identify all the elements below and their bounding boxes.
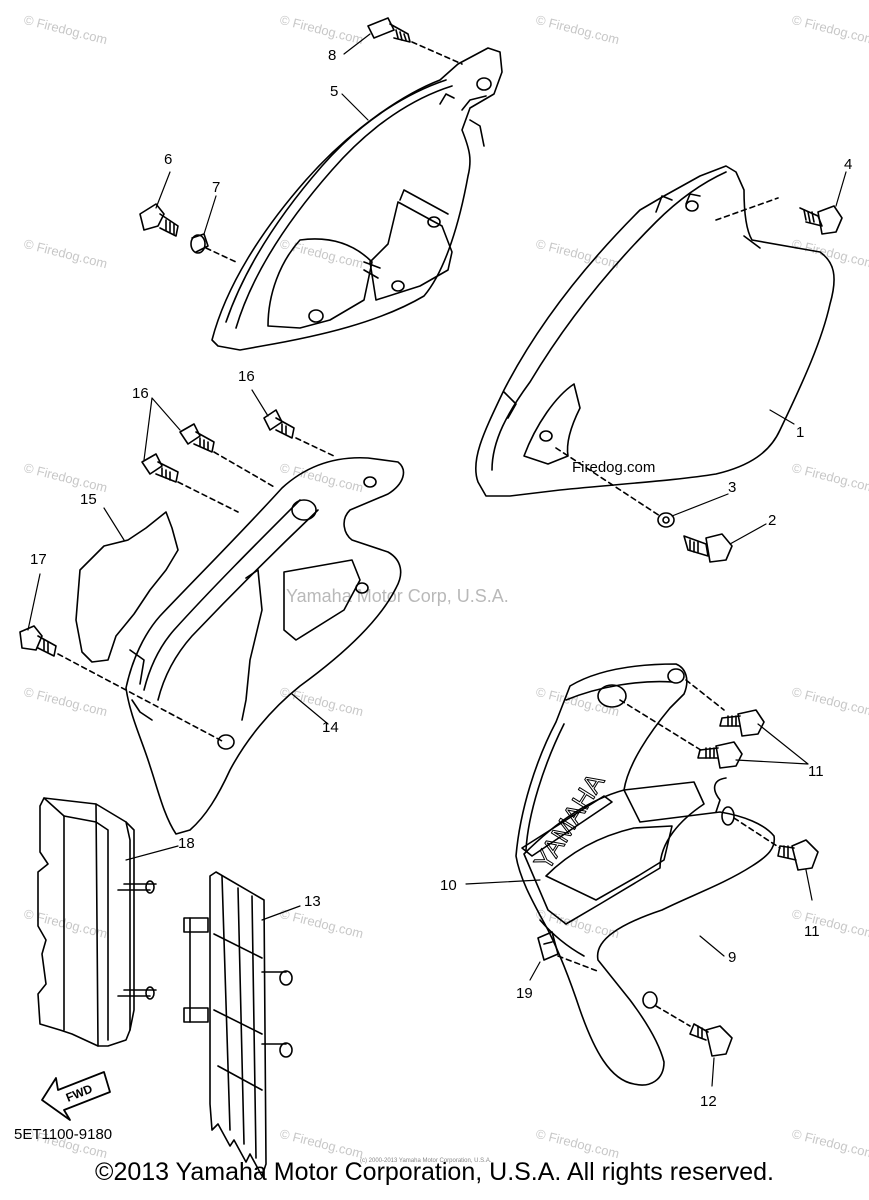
part-16-bolt (141, 453, 179, 483)
diagram-code: 5ET1100-9180 (14, 1126, 113, 1143)
leader-line (685, 679, 725, 711)
shroud-hole (597, 684, 627, 708)
callout-13: 13 (304, 893, 321, 910)
leader-line (411, 41, 463, 65)
callout-1: 1 (796, 424, 805, 441)
callout-6: 6 (164, 151, 173, 168)
part-15-shroud-piece (75, 511, 179, 663)
part-12-bolt (689, 1023, 733, 1057)
part-6-bolt (139, 203, 179, 237)
leader-line (57, 653, 225, 743)
part-18-radiator-guard (37, 797, 157, 1047)
part-2-bolt (683, 533, 733, 563)
callout-11: 11 (808, 763, 824, 780)
callout-12: 12 (700, 1093, 717, 1110)
callout-19: 19 (516, 985, 533, 1002)
callout-18: 18 (178, 835, 195, 852)
callout-9: 9 (728, 949, 737, 966)
callout-16: 16 (132, 385, 149, 402)
shroud-hole (721, 806, 735, 826)
part-17-bolt (19, 625, 57, 657)
callout-14: 14 (322, 719, 339, 736)
part-9-shroud (515, 663, 776, 1086)
part-8-bolt (367, 17, 411, 43)
part-19-clip (537, 931, 559, 961)
callout-17: 17 (30, 551, 47, 568)
tiny-copyright: (c) 2000-2013 Yamaha Motor Corporation, … (360, 1158, 492, 1164)
part-10-decal (521, 781, 705, 925)
part-1-side-panel (474, 165, 835, 497)
callout-7: 7 (212, 179, 221, 196)
leader-line (205, 247, 237, 263)
leader-line (619, 699, 705, 753)
callout-leaders (27, 33, 847, 1087)
shroud-hole (642, 991, 658, 1009)
part-3-washer (657, 512, 675, 528)
callout-2: 2 (768, 512, 777, 529)
shroud-hole (667, 668, 685, 684)
part-13-radiator-louver (183, 871, 293, 1177)
leader-line (295, 437, 335, 457)
part-11-bolt (777, 839, 819, 871)
leader-line (557, 955, 601, 973)
leader-line (177, 481, 239, 513)
leader-line (715, 197, 779, 221)
callout-11: 11 (804, 923, 820, 940)
part-11-bolt (697, 741, 743, 769)
leader-line (655, 1005, 691, 1027)
part-5-side-cover (211, 47, 503, 351)
callout-3: 3 (728, 479, 737, 496)
part-11-bolt (719, 709, 765, 737)
callout-16: 16 (238, 368, 255, 385)
leader-line (733, 817, 781, 849)
copyright-notice: ©2013 Yamaha Motor Corporation, U.S.A. A… (95, 1158, 774, 1186)
part-4-bolt (799, 205, 843, 235)
callout-10: 10 (440, 877, 457, 894)
part-16-bolt (179, 423, 215, 453)
callout-4: 4 (844, 156, 853, 173)
part-14-radiator-scoop (125, 456, 405, 835)
callout-5: 5 (330, 83, 339, 100)
leader-line (213, 451, 277, 489)
callout-8: 8 (328, 47, 337, 64)
fwd-arrow-icon: FWD (41, 1071, 111, 1121)
part-7-collar (190, 233, 209, 254)
callout-15: 15 (80, 491, 97, 508)
part-16-bolt (263, 409, 295, 439)
inline-watermark: Firedog.com (572, 459, 656, 476)
leader-line (555, 447, 661, 517)
center-watermark: Yamaha Motor Corp, U.S.A. (286, 586, 509, 606)
